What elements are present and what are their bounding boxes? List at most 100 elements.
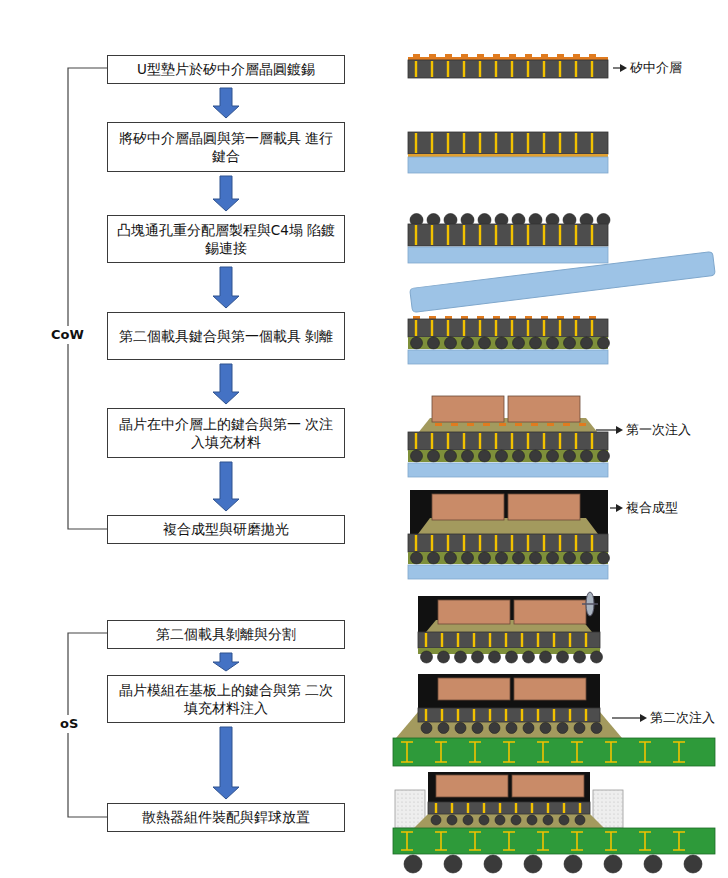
tsv-via	[575, 133, 577, 153]
c4-bump	[445, 552, 457, 564]
first-carrier	[410, 251, 716, 312]
tsv-via	[591, 535, 593, 551]
c4-bump	[547, 552, 559, 564]
tsv-via	[559, 320, 561, 336]
tsv-via	[569, 633, 571, 647]
micro-bump	[525, 316, 532, 319]
tsv-via	[591, 225, 593, 245]
micro-bump	[461, 316, 468, 319]
micro-bump	[429, 316, 436, 319]
c4-bump	[462, 337, 474, 349]
substrate-trace	[537, 832, 549, 850]
tsv-via	[575, 535, 577, 551]
process-box: 凸塊通孔重分配層製程與C4塌 陷鍍錫連接	[107, 215, 345, 263]
tsv-via	[495, 320, 497, 336]
leader-line	[612, 717, 644, 718]
c4-bump	[540, 651, 552, 663]
c4-bump	[447, 815, 457, 825]
interposer	[408, 224, 608, 246]
rdl-layer	[408, 337, 608, 349]
tsv-via	[489, 709, 491, 721]
substrate-trace	[673, 832, 685, 850]
c4-bump	[506, 651, 518, 663]
c4-bump	[484, 855, 502, 873]
tin-plating	[408, 57, 608, 60]
tsv-via	[431, 320, 433, 336]
c4-bump	[462, 552, 474, 564]
c4-bump	[564, 855, 582, 873]
c4-bump	[604, 855, 622, 873]
c4-bump	[496, 450, 508, 462]
micro-bump	[509, 54, 516, 57]
tsv-via	[415, 535, 417, 551]
tsv-via	[505, 633, 507, 647]
tsv-via	[543, 433, 545, 449]
c4-bump	[455, 723, 466, 734]
c4-bump	[404, 855, 422, 873]
c4-bump	[411, 552, 423, 564]
callout-label: 第一次注入	[626, 422, 691, 438]
tsv-via	[591, 320, 593, 336]
process-text: 複合成型與研磨拋光	[163, 520, 289, 538]
micro-bump	[531, 423, 538, 426]
micro-bump	[493, 316, 500, 319]
tsv-via	[431, 433, 433, 449]
c4-bump	[543, 815, 553, 825]
process-text: 晶片模組在基板上的鍵合與第 二次填充材料注入	[116, 681, 336, 717]
callout-label: 複合成型	[626, 500, 678, 516]
substrate-trace	[503, 832, 515, 850]
c4-bump	[581, 552, 593, 564]
tsv-via	[511, 133, 513, 153]
tsv-via	[479, 61, 481, 77]
micro-bump	[493, 54, 500, 57]
tsv-via	[463, 433, 465, 449]
process-box: 晶片在中介層上的鍵合與第一 次注入填充材料	[107, 408, 345, 458]
c4-bump	[431, 815, 441, 825]
chip	[512, 775, 584, 797]
tsv-via	[463, 133, 465, 153]
tsv-via	[447, 433, 449, 449]
tsv-via	[451, 803, 453, 813]
c4-bump	[511, 815, 521, 825]
carrier	[408, 157, 608, 173]
c4-bump	[462, 450, 474, 462]
c4-bump	[644, 855, 662, 873]
tsv-via	[495, 61, 497, 77]
c4-bump	[547, 337, 559, 349]
c4-bump	[547, 450, 559, 462]
leader-head	[640, 714, 647, 722]
tsv-via	[547, 803, 549, 813]
c4-bump	[479, 337, 491, 349]
tsv-via	[543, 535, 545, 551]
tsv-via	[463, 320, 465, 336]
tsv-via	[569, 709, 571, 721]
process-box: 第二個載具剝離與分割	[107, 620, 345, 649]
tsv-via	[521, 709, 523, 721]
c4-bump	[496, 337, 508, 349]
c4-bump	[530, 450, 542, 462]
c4-bump	[527, 815, 537, 825]
chip	[438, 600, 510, 624]
micro-bump	[589, 54, 596, 57]
tsv-via	[441, 709, 443, 721]
c4-bump	[472, 651, 484, 663]
interposer	[418, 632, 600, 648]
tsv-via	[479, 433, 481, 449]
underfill	[418, 518, 598, 534]
c4-bump	[513, 552, 525, 564]
interposer	[408, 432, 608, 450]
interposer	[418, 708, 600, 722]
micro-bump	[541, 54, 548, 57]
interposer	[408, 60, 608, 78]
c4-bump	[428, 337, 440, 349]
tsv-via	[425, 633, 427, 647]
c4-bump	[496, 552, 508, 564]
c4-bump	[411, 450, 423, 462]
tsv-via	[495, 433, 497, 449]
c4-bump	[574, 651, 586, 663]
flow-arrow	[213, 176, 239, 211]
process-box: U型墊片於矽中介層晶圓鍍錫	[107, 55, 345, 84]
substrate-trace	[537, 742, 549, 762]
tsv-via	[425, 709, 427, 721]
tsv-via	[579, 803, 581, 813]
